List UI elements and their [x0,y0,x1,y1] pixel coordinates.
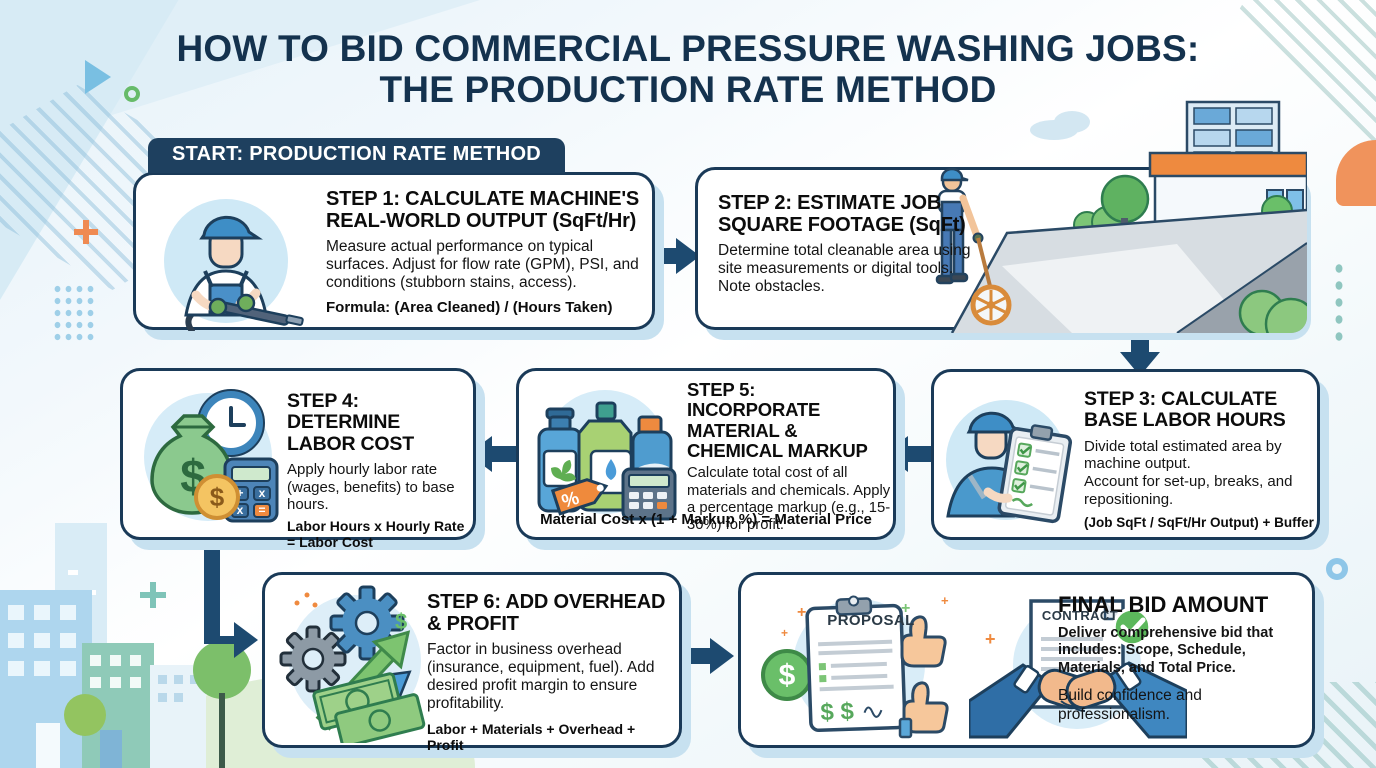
step-6-body: Factor in business overhead (insurance, … [427,641,655,713]
step-1-title: STEP 1: CALCULATE MACHINE'S REAL-WORLD O… [326,188,640,232]
contract-handshake-icon: + [969,599,1187,739]
svg-text:+: + [236,486,243,500]
final-bid-body: Deliver comprehensive bid that includes:… [1058,625,1274,676]
step-3-title: STEP 3: CALCULATE BASE LABOR HOURS [1084,388,1286,432]
deco-triangle-icon [85,60,111,94]
step-1-formula: Formula: (Area Cleaned) / (Hours Taken) [326,299,613,317]
page-title-line2: THE PRODUCTION RATE METHOD [379,69,997,111]
contract-doc-label: CONTRACT [1041,608,1119,623]
final-bid-card: $ $ $ +++ + PROPOSA [738,572,1315,748]
measuring-wheel-scene-icon [935,100,1307,333]
start-badge: START: PRODUCTION RATE METHOD [148,138,566,173]
deco-circle-outline-blue [1326,558,1348,580]
final-bid-title: FINAL BID AMOUNT [1058,592,1269,617]
flow-arrow-step5-to-step4 [468,436,520,472]
svg-text:$: $ [779,659,796,692]
step-2-body: Determine total cleanable area using sit… [718,242,971,296]
svg-text:$ $: $ $ [820,698,855,726]
flow-elbow-step4-to-step6 [204,536,258,658]
svg-text:+: + [797,604,806,621]
step-3-formula: (Job SqFt / SqFt/Hr Output) + Buffer [1084,515,1314,531]
proposal-thumbs-up-icon: $ $ $ + + + + [761,593,949,739]
svg-text:=: = [258,503,265,517]
deco-dots-column [1332,260,1346,344]
step-6-formula: Labor + Materials + Overhead + Profit [427,720,636,753]
deco-dots-grid [52,283,94,343]
svg-text:+: + [985,629,996,649]
step-2-card: STEP 2: ESTIMATE JOB SQUARE FOOTAGE (SqF… [695,100,1307,333]
step-5-body: Calculate total cost of all materials an… [687,465,891,534]
final-bid-body2: Build confidence and professionalism. [1058,687,1202,723]
page-title: HOW TO BID COMMERCIAL PRESSURE WASHING J… [0,28,1376,111]
flow-arrow-step3-to-step5 [884,436,936,472]
step-1-body: Measure actual performance on typical su… [326,238,639,292]
step-6-title: STEP 6: ADD OVERHEAD & PROFIT [427,591,666,635]
step-3-body: Divide total estimated area by machine o… [1084,437,1282,473]
step-4-title: STEP 4: DETERMINE LABOR COST [287,390,414,455]
flow-arrow-step1-to-step2 [646,238,700,274]
deco-plus-teal [140,582,166,608]
money-clock-calculator-icon: $ +xx= $ [144,389,279,523]
step-5-title: STEP 5: INCORPORATE MATERIAL & CHEMICAL … [687,379,868,462]
svg-text:$: $ [395,609,407,634]
measuring-worker [935,167,1012,326]
step-3-body2: Account for set-up, breaks, and repositi… [1084,472,1293,508]
deco-circle-outline-green [124,86,140,102]
svg-text:x: x [259,486,266,500]
step-4-formula: Labor Hours x Hourly Rate = Labor Cost [287,517,465,551]
svg-text:+: + [941,593,949,608]
page-title-line1: HOW TO BID COMMERCIAL PRESSURE WASHING J… [176,28,1200,69]
gears-growth-icon: $ [279,585,426,743]
svg-text:$: $ [210,482,225,512]
cloud-icon [1030,111,1090,140]
step-4-body: Apply hourly labor rate (wages, benefits… [287,461,455,514]
flow-arrow-step2-to-step3 [1120,330,1160,376]
step-2-title: STEP 2: ESTIMATE JOB SQUARE FOOTAGE (SqF… [718,192,966,236]
step-5-formula: Material Cost x (1 + Markup %) = Materia… [540,511,872,528]
svg-text:%: % [559,488,582,513]
deco-plus-orange [74,220,98,244]
pressure-washer-worker-icon [164,199,304,331]
svg-text:x: x [237,503,244,517]
svg-text:+: + [781,626,788,640]
step-3-card: STEP 3: CALCULATE BASE LABOR HOURS Divid… [931,369,1320,540]
step-1-card: STEP 1: CALCULATE MACHINE'S REAL-WORLD O… [133,172,655,331]
chemicals-markup-icon: % [537,390,677,521]
flow-arrow-step6-to-final [678,638,734,674]
step-6-card: $ STEP 6: ADD OVERHEAD & PROFIT Factor i… [262,572,682,753]
proposal-doc-label: PROPOSAL [827,612,915,629]
clipboard-worker-icon [946,400,1073,524]
step-5-card: % STEP 5: INCORPORATE MATERIAL & CHEMICA… [516,368,896,540]
svg-text:+: + [901,600,910,617]
deco-orange-blob [1336,140,1376,206]
